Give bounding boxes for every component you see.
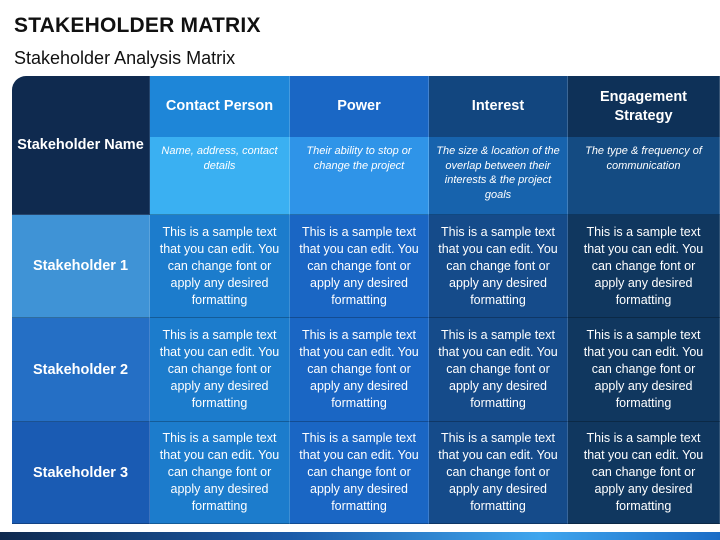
table-cell: This is a sample text that you can edit.… (429, 215, 568, 318)
bottom-decorative-bar (0, 532, 720, 540)
column-description-contact-person: Name, address, contact details (150, 137, 290, 215)
table-cell: This is a sample text that you can edit.… (568, 422, 720, 524)
table-cell: This is a sample text that you can edit.… (150, 318, 290, 422)
column-header-contact-person: Contact Person (150, 76, 290, 137)
row-label-stakeholder-2: Stakeholder 2 (12, 318, 150, 422)
table-cell: This is a sample text that you can edit.… (150, 215, 290, 318)
table-cell: This is a sample text that you can edit.… (290, 215, 429, 318)
column-description-interest: The size & location of the overlap betwe… (429, 137, 568, 215)
table-cell: This is a sample text that you can edit.… (429, 318, 568, 422)
table-cell: This is a sample text that you can edit.… (568, 318, 720, 422)
column-header-interest: Interest (429, 76, 568, 137)
column-description-engagement-strategy: The type & frequency of communication (568, 137, 720, 215)
table-cell: This is a sample text that you can edit.… (568, 215, 720, 318)
column-header-engagement-strategy: Engagement Strategy (568, 76, 720, 137)
row-label-stakeholder-1: Stakeholder 1 (12, 215, 150, 318)
column-description-power: Their ability to stop or change the proj… (290, 137, 429, 215)
table-cell: This is a sample text that you can edit.… (290, 422, 429, 524)
table-cell: This is a sample text that you can edit.… (290, 318, 429, 422)
row-label-stakeholder-3: Stakeholder 3 (12, 422, 150, 524)
stakeholder-matrix-table: Stakeholder Name Contact Person Power In… (12, 76, 720, 524)
page-title: STAKEHOLDER MATRIX (14, 14, 261, 37)
table-cell: This is a sample text that you can edit.… (150, 422, 290, 524)
page-subtitle: Stakeholder Analysis Matrix (14, 48, 236, 68)
column-header-power: Power (290, 76, 429, 137)
table-cell: This is a sample text that you can edit.… (429, 422, 568, 524)
corner-header-stakeholder-name: Stakeholder Name (12, 76, 150, 215)
